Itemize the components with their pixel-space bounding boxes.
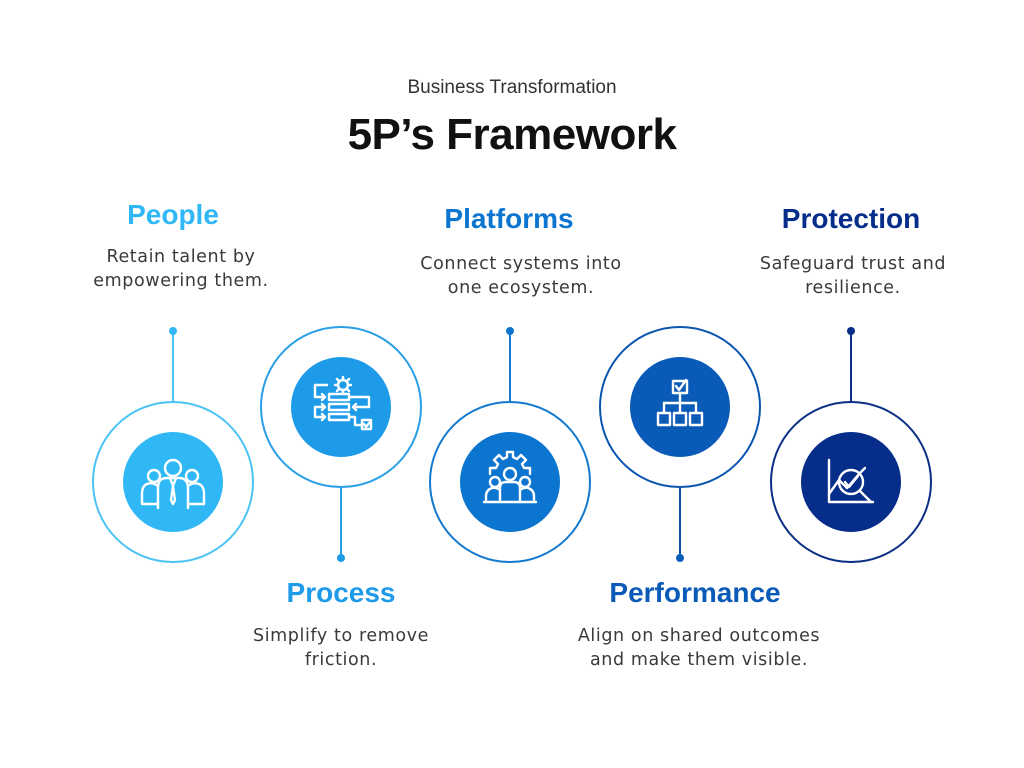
item-desc-line: Safeguard trust and [759,254,947,274]
item-desc-people: Retain talent by empowering them. [31,245,331,293]
people-icon [140,458,206,510]
page-title: 5P’s Framework [347,110,677,159]
item-desc-performance: Align on shared outcomes and make them v… [549,624,849,672]
process-flow-icon [313,375,373,431]
item-desc-line: Retain talent by [106,247,256,267]
team-gear-icon [482,450,538,504]
connector-dot-people [169,327,177,335]
item-desc-process: Simplify to remove friction. [191,624,491,672]
connector-dot-protection [847,327,855,335]
analysis-check-icon [827,458,875,504]
item-desc-line: empowering them. [93,271,269,291]
connector-dot-process [337,554,345,562]
item-desc-line: friction. [304,650,378,670]
item-desc-protection: Safeguard trust and resilience. [703,252,1003,300]
connector-dot-performance [676,554,684,562]
item-desc-line: one ecosystem. [447,278,595,298]
disc-people [123,432,223,532]
connectors [169,327,855,562]
item-title-platforms: Platforms [444,203,574,234]
connector-dot-platforms [506,327,514,335]
item-title-performance: Performance [609,577,781,608]
item-title-protection: Protection [781,203,921,234]
page-subtitle: Business Transformation [407,77,617,98]
item-desc-line: Connect systems into [420,254,622,274]
item-desc-line: Align on shared outcomes [577,626,821,646]
item-desc-line: and make them visible. [589,650,809,670]
item-desc-line: resilience. [805,278,901,298]
item-title-process: Process [286,577,396,608]
item-desc-platforms: Connect systems into one ecosystem. [371,252,671,300]
org-chart-icon [656,378,704,427]
item-desc-line: Simplify to remove [252,626,429,646]
disc-process [291,357,391,457]
item-title-people: People [127,199,219,230]
